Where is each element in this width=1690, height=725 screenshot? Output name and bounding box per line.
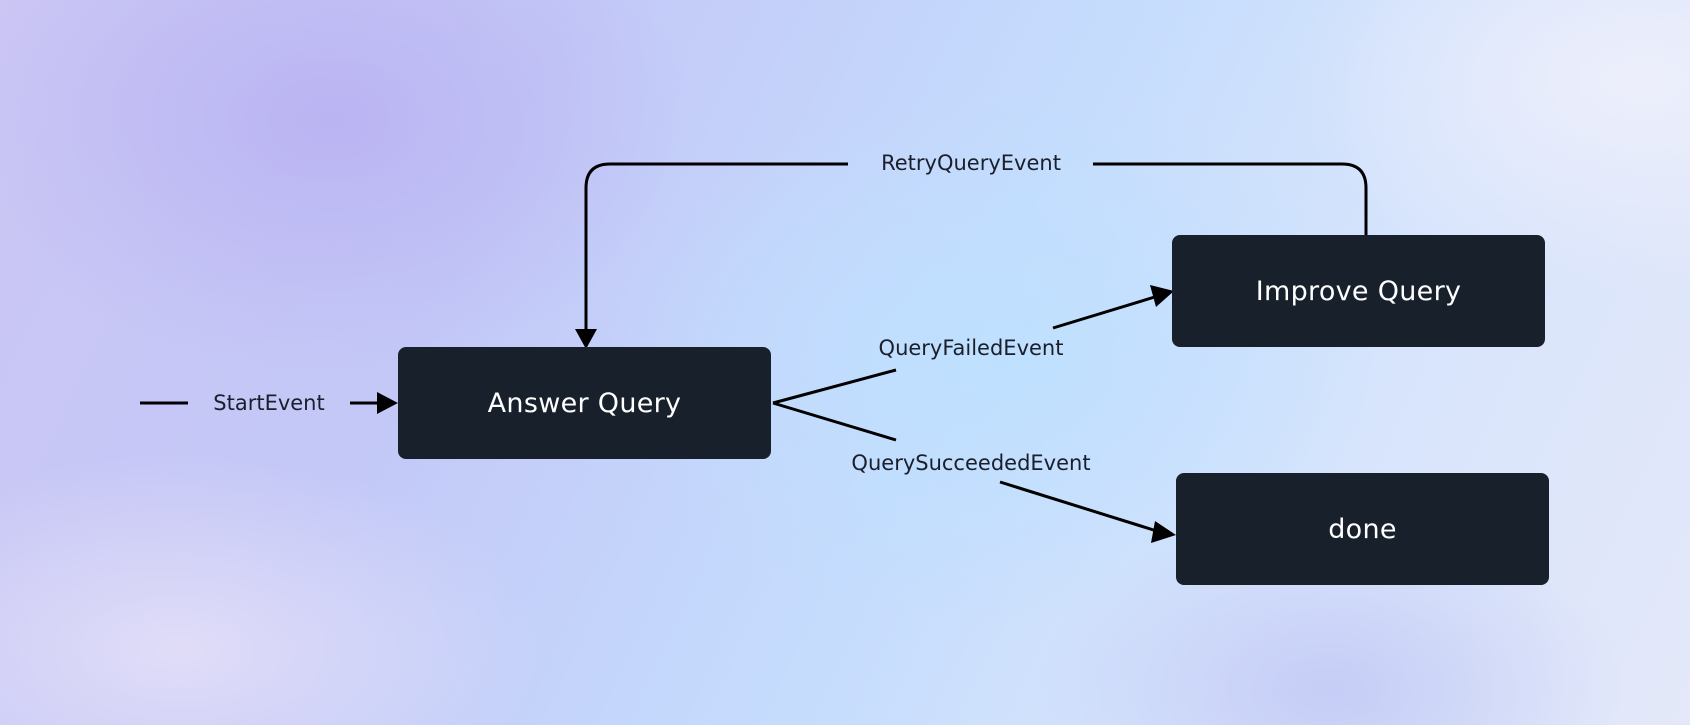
node-done-label: done: [1328, 513, 1397, 545]
edge-label-succeeded: QuerySucceededEvent: [851, 451, 1091, 475]
failed-edge-head: [772, 368, 897, 405]
node-answer-query-label: Answer Query: [487, 387, 682, 419]
failed-edge-tail: [1052, 294, 1159, 330]
edge-label-retry: RetryQueryEvent: [881, 151, 1061, 175]
edge-label-start: StartEvent: [213, 391, 325, 415]
retry-edge-left: [584, 162, 848, 335]
succeeded-arrowhead: [1151, 521, 1176, 543]
failed-arrowhead: [1150, 285, 1174, 307]
node-answer-query: Answer Query: [398, 347, 771, 459]
succeeded-edge-tail: [999, 480, 1161, 534]
node-done: done: [1176, 473, 1549, 585]
node-improve-query-label: Improve Query: [1255, 275, 1462, 307]
retry-edge-right: [1093, 162, 1368, 235]
retry-arrowhead: [575, 329, 597, 349]
start-arrowhead: [377, 392, 398, 414]
edge-label-failed: QueryFailedEvent: [878, 336, 1064, 360]
node-improve-query: Improve Query: [1172, 235, 1545, 347]
succeeded-edge-head: [772, 401, 897, 442]
